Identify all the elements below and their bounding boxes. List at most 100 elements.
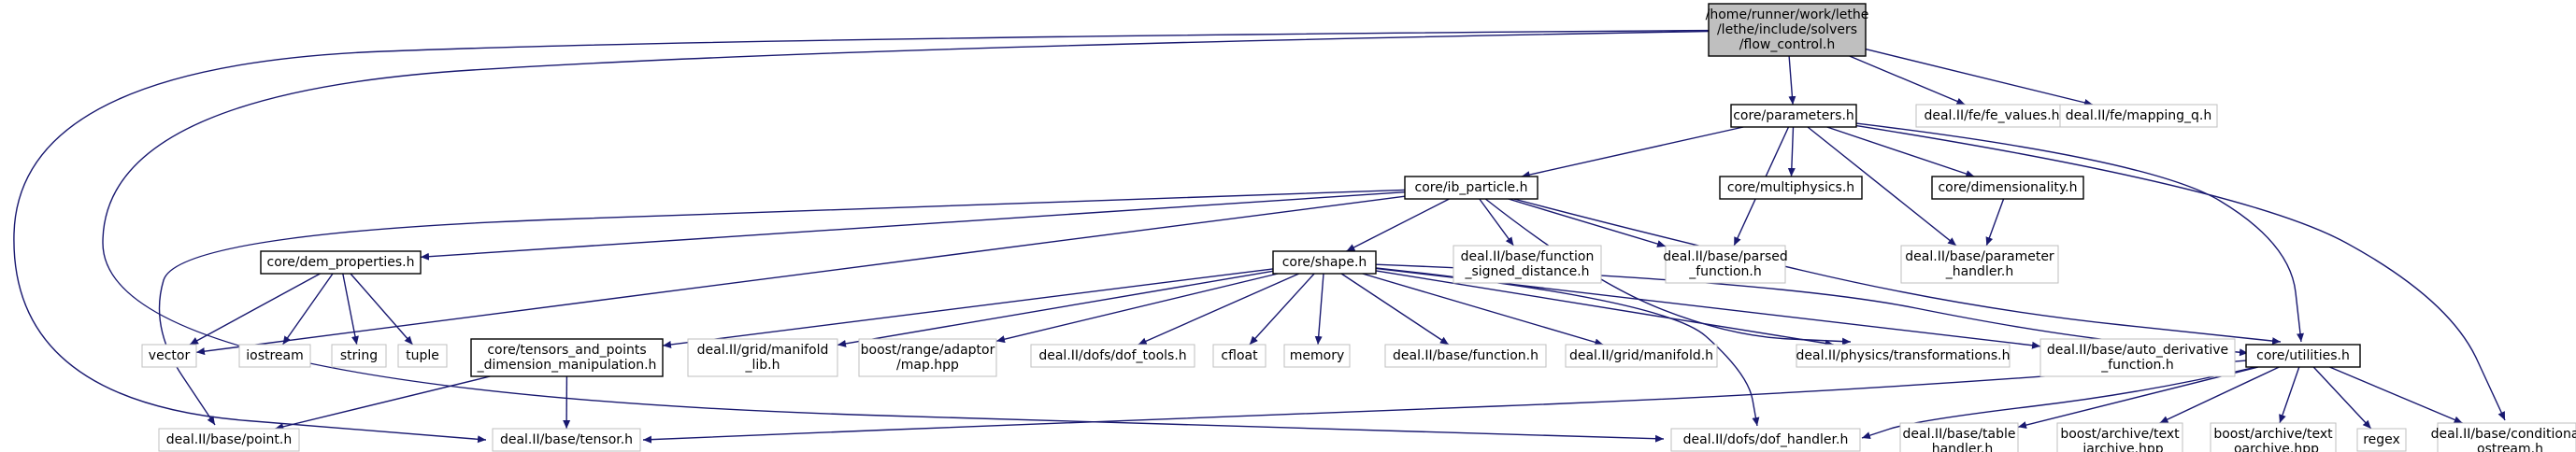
node-table-handler: deal.II/base/table_handler.h bbox=[1899, 422, 2019, 452]
node-box bbox=[397, 344, 448, 368]
file-nodes: /home/runner/work/lethe/lethe/include/so… bbox=[141, 3, 2576, 452]
edge-parameters-to-utilities bbox=[1855, 122, 2304, 343]
node-box bbox=[1931, 176, 2084, 200]
node-box bbox=[2210, 422, 2337, 452]
node-box bbox=[1283, 344, 1351, 368]
node-label: deal.II/base/function.h bbox=[1393, 348, 1538, 363]
edge-ib_particle-to-function_signed_distance bbox=[1479, 198, 1514, 247]
node-utilities[interactable]: core/utilities.h bbox=[2245, 344, 2361, 368]
node-label: /flow_control.h bbox=[1739, 37, 1835, 52]
node-label: core/tensors_and_points bbox=[487, 343, 646, 358]
node-function-signed-distance: deal.II/base/function_signed_distance.h bbox=[1453, 245, 1602, 284]
edge-utilities-to-text_iarchive bbox=[2159, 366, 2280, 424]
edge-root-to-parameters bbox=[1788, 55, 1796, 106]
edge-parameters-to-parameter_handler bbox=[1807, 126, 1957, 247]
edge-shape-to-cfloat bbox=[1249, 273, 1315, 346]
edge-parameters-to-ib_particle bbox=[1521, 126, 1744, 178]
edge-shape-to-dof_tools bbox=[1138, 273, 1300, 346]
edge-shape-to-grid_manifold bbox=[1362, 273, 1604, 346]
node-dimensionality[interactable]: core/dimensionality.h bbox=[1931, 176, 2084, 200]
node-parameter-handler: deal.II/base/parameter_handler.h bbox=[1900, 245, 2059, 284]
node-point: deal.II/base/point.h bbox=[158, 428, 300, 452]
edge-dem_properties-to-iostream bbox=[281, 273, 334, 346]
node-mapping-q: deal.II/fe/mapping_q.h bbox=[2059, 104, 2218, 128]
node-box bbox=[2437, 422, 2576, 452]
edge-utilities-to-regex bbox=[2312, 366, 2372, 430]
node-label: deal.II/physics/transformations.h bbox=[1796, 348, 2011, 363]
edge-shape-to-grid_manifold_lib bbox=[837, 270, 1274, 347]
node-label: boost/archive/text bbox=[2213, 427, 2333, 442]
node-label: deal.II/base/parsed bbox=[1663, 249, 1788, 264]
node-label: _lib.h bbox=[745, 358, 780, 373]
node-label: tuple bbox=[406, 348, 439, 363]
edge-utilities-to-text_oarchive bbox=[2279, 366, 2300, 424]
node-root: /home/runner/work/lethe/lethe/include/so… bbox=[1706, 3, 1868, 57]
node-dem-properties[interactable]: core/dem_properties.h bbox=[260, 250, 422, 275]
node-ib-particle[interactable]: core/ib_particle.h bbox=[1404, 176, 1538, 200]
node-label: core/utilities.h bbox=[2256, 348, 2350, 363]
node-label: deal.II/fe/fe_values.h bbox=[1924, 108, 2059, 123]
node-box bbox=[1900, 245, 2059, 284]
node-conditional-ostream: deal.II/base/conditional_ostream.h bbox=[2431, 422, 2576, 452]
edge-shape-to-base_function bbox=[1340, 273, 1450, 346]
node-box bbox=[238, 344, 311, 368]
edge-root-to-dof_handler bbox=[102, 30, 1710, 443]
node-box bbox=[1670, 428, 1861, 452]
edge-root-to-mapping_q bbox=[1865, 48, 2094, 106]
node-box bbox=[687, 338, 838, 377]
node-label: vector bbox=[149, 348, 191, 363]
node-label: regex bbox=[2363, 432, 2400, 447]
node-box bbox=[1384, 344, 1547, 368]
edge-ib_particle-to-dem_properties bbox=[420, 191, 1406, 261]
node-label: core/multiphysics.h bbox=[1727, 180, 1854, 195]
node-box bbox=[1665, 245, 1786, 284]
node-grid-manifold: deal.II/grid/manifold.h bbox=[1565, 344, 1718, 368]
node-memory: memory bbox=[1283, 344, 1351, 368]
node-label: deal.II/dofs/dof_handler.h bbox=[1683, 432, 1849, 447]
node-label: deal.II/base/table bbox=[1903, 427, 2016, 442]
edge-ib_particle-to-transformations bbox=[1484, 198, 1852, 346]
dependency-edges bbox=[13, 29, 2506, 444]
node-label: string bbox=[340, 348, 378, 363]
edge-ib_particle-to-utilities bbox=[1513, 198, 2282, 346]
node-parameters[interactable]: core/parameters.h bbox=[1730, 104, 1857, 128]
node-label: _handler.h bbox=[1925, 442, 1994, 452]
node-box bbox=[1796, 344, 2011, 368]
edge-parameters-to-multiphysics bbox=[1787, 126, 1796, 177]
node-box bbox=[1272, 250, 1377, 275]
node-label: core/ib_particle.h bbox=[1415, 180, 1528, 195]
node-label: /lethe/include/solvers bbox=[1717, 22, 1857, 37]
node-box bbox=[2059, 104, 2218, 128]
edge-dem_properties-to-string bbox=[342, 273, 359, 346]
node-cfloat: cfloat bbox=[1212, 344, 1267, 368]
node-label: deal.II/dofs/dof_tools.h bbox=[1038, 348, 1186, 363]
node-box bbox=[141, 344, 197, 368]
node-parsed-function: deal.II/base/parsed_function.h bbox=[1663, 245, 1788, 284]
node-string: string bbox=[331, 344, 387, 368]
node-label: memory bbox=[1290, 348, 1345, 363]
node-box bbox=[1899, 422, 2019, 452]
node-multiphysics[interactable]: core/multiphysics.h bbox=[1719, 176, 1863, 200]
node-box bbox=[492, 428, 641, 452]
node-box bbox=[2056, 422, 2183, 452]
edge-shape-to-adaptor_map bbox=[995, 273, 1279, 344]
node-transformations: deal.II/physics/transformations.h bbox=[1796, 344, 2011, 368]
edge-ib_particle-to-shape bbox=[1346, 198, 1450, 252]
node-box bbox=[1708, 3, 1867, 57]
node-dof-tools: deal.II/dofs/dof_tools.h bbox=[1030, 344, 1195, 368]
edge-dem_properties-to-tuple bbox=[350, 273, 414, 346]
node-shape[interactable]: core/shape.h bbox=[1272, 250, 1377, 275]
node-label: core/dimensionality.h bbox=[1938, 180, 2077, 195]
edge-shape-to-memory bbox=[1314, 273, 1324, 346]
node-grid-manifold-lib: deal.II/grid/manifold_lib.h bbox=[687, 338, 838, 377]
node-regex: regex bbox=[2356, 428, 2407, 452]
node-label: _handler.h bbox=[1945, 264, 2014, 279]
node-label: deal.II/base/tensor.h bbox=[500, 432, 633, 447]
edge-tensors_points-to-point bbox=[275, 375, 491, 431]
edge-root-to-tensor bbox=[13, 29, 1710, 444]
node-label: deal.II/base/conditional bbox=[2431, 427, 2576, 442]
edge-shape-to-transformations bbox=[1375, 270, 1834, 347]
edge-utilities-to-conditional_ostream bbox=[2329, 366, 2463, 424]
node-tensors-points[interactable]: core/tensors_and_points_dimension_manipu… bbox=[470, 338, 664, 377]
node-box bbox=[158, 428, 300, 452]
